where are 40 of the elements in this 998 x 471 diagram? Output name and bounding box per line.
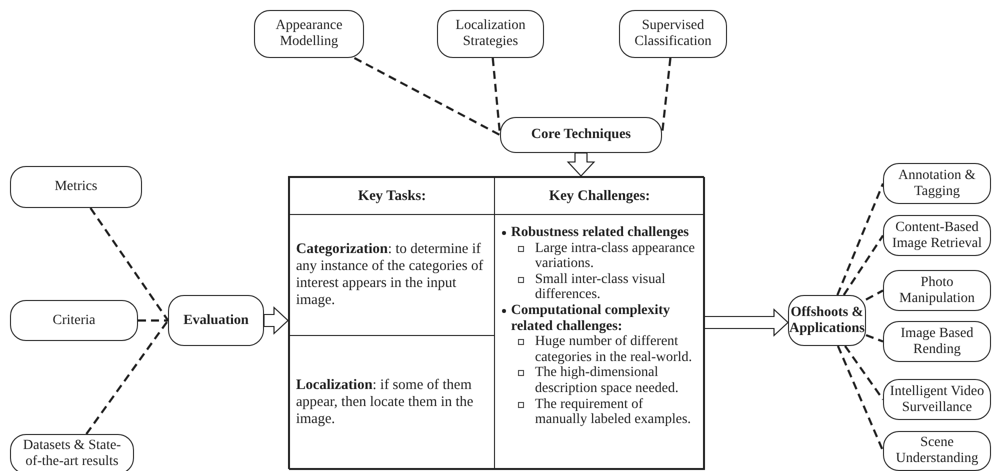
rounded-box: Image Based Rending (883, 321, 991, 362)
rounded-box: Appearance Modelling (254, 10, 364, 58)
bullet-item: Huge number of different categories in the real-world. (501, 334, 698, 366)
table-cell: Localization: if some of them appear, then locate them in the image. (289, 335, 495, 470)
header-cell: Key Tasks: (289, 177, 495, 215)
dashed-line (842, 234, 884, 296)
bullet-item: The high-dimensional description space needed. (501, 365, 698, 397)
rounded-box: Intelligent Video Surveillance (883, 379, 991, 420)
rounded-box: Core Techniques (500, 117, 662, 153)
rounded-box: Supervised Classification (619, 10, 727, 58)
dashed-line (865, 290, 884, 301)
table-cell (494, 214, 705, 470)
rounded-box: Evaluation (168, 295, 264, 346)
bullet-item: Large intra-class appearance variations. (501, 240, 698, 272)
dashed-line (836, 346, 884, 452)
header-cell: Key Challenges: (494, 177, 705, 215)
block-arrow (566, 152, 596, 177)
dashed-line (354, 57, 501, 136)
dashed-line (844, 345, 884, 400)
dashed-line (90, 207, 169, 322)
block-arrow (263, 306, 289, 335)
bullet-item: The requirement of manually labeled examples. (501, 396, 698, 428)
rounded-box: Scene Understanding (883, 431, 991, 471)
block-arrow (703, 308, 789, 337)
rounded-box: Photo Manipulation (883, 270, 991, 311)
dashed-line (866, 334, 884, 343)
rounded-box: Criteria (10, 300, 138, 341)
rounded-box: Offshoots & Applications (788, 295, 866, 346)
rounded-box: Localization Strategies (437, 10, 544, 58)
bullet-item: Robustness related challenges (501, 225, 698, 241)
rounded-box: Datasets & State-of-the-art results (10, 434, 134, 471)
bullet-item: Small inter-class visual differences. (501, 272, 698, 303)
rounded-box: Annotation & Tagging (883, 163, 991, 204)
table-box (288, 176, 704, 469)
rounded-box: Content-Based Image Retrieval (883, 215, 991, 256)
dashed-line (836, 183, 884, 296)
dashed-line (85, 320, 169, 435)
bullet-item: Computational complexity related challenges: (501, 302, 698, 334)
rounded-box: Metrics (10, 166, 142, 208)
dashed-line (138, 319, 168, 322)
